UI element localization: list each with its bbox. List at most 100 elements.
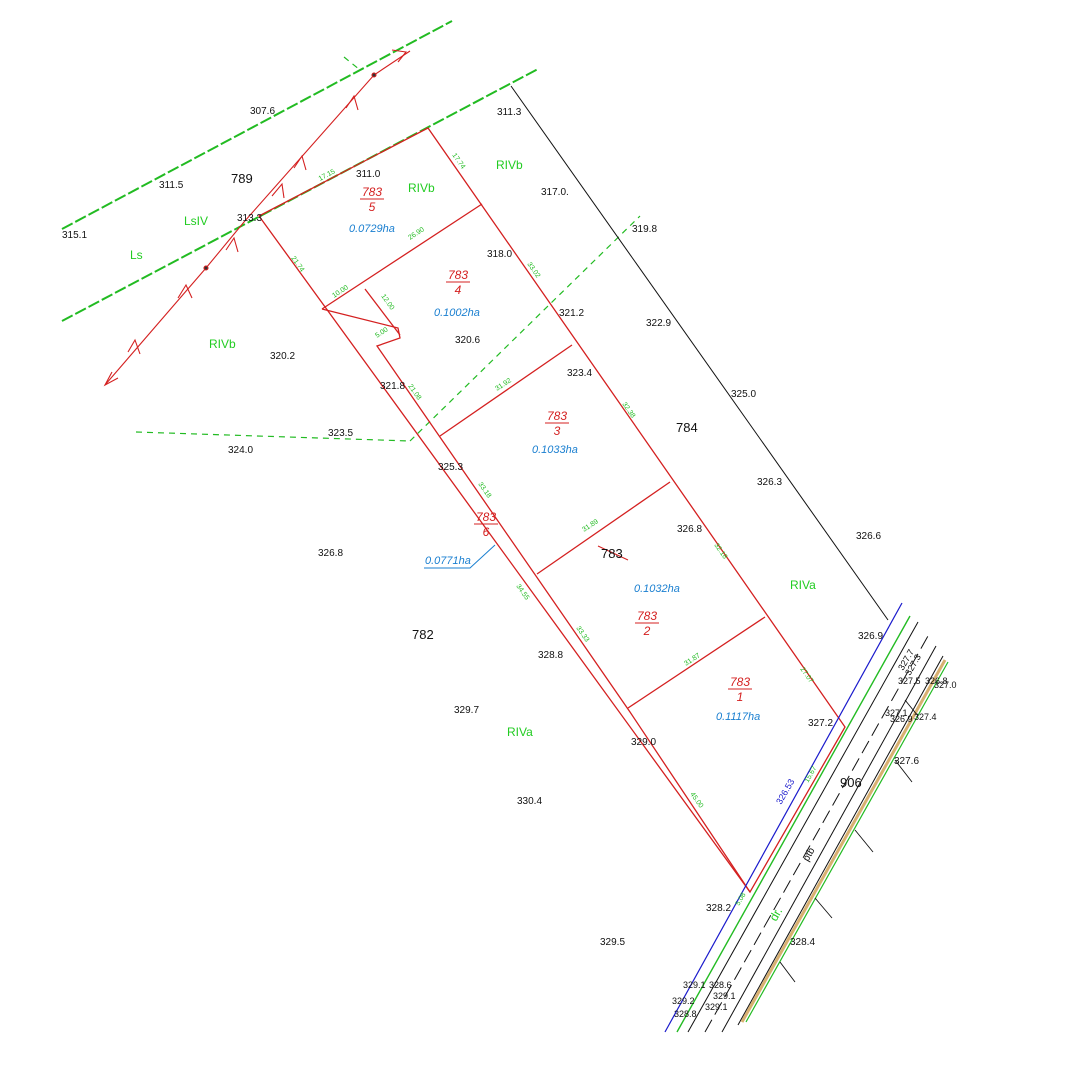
plot-783-tick [597, 545, 629, 561]
elev-311-0: 311.0 [356, 169, 381, 180]
parcel-1-number: 783 [730, 675, 750, 689]
elev-326-8a: 326.8 [677, 524, 702, 535]
parcel-3-number: 783 [547, 409, 567, 423]
road-label-dr: dr. [766, 905, 785, 924]
dashed-green-line-2 [409, 215, 641, 442]
elev-327-2: 327.2 [808, 718, 833, 729]
elev-318-0: 318.0 [487, 249, 512, 260]
elev-330-4: 330.4 [517, 796, 542, 807]
road-edge-2 [721, 645, 937, 1033]
land-use-lsiv: LsIV [184, 214, 208, 228]
forest-boundary-north [61, 20, 453, 230]
division-5-4 [321, 203, 483, 310]
road-edge-3 [737, 655, 944, 1026]
parcel-3-subnumber: 3 [554, 424, 561, 438]
parcel-4-area: 0.1002ha [434, 307, 480, 319]
dim-12-00: 12.00 [379, 293, 395, 311]
parcel-labels: 783 5 0.0729ha 783 4 0.1002ha 783 3 0.10… [349, 185, 760, 723]
road-blue-line [664, 602, 903, 1033]
area-6-leader [424, 544, 496, 569]
road-tick-1 [779, 961, 796, 983]
elev-322-9: 322.9 [646, 318, 671, 329]
dim-5-08: 5.08 [735, 892, 748, 907]
elev-328-2: 328.2 [706, 903, 731, 914]
arrowhead-7 [345, 94, 359, 111]
road-tick-4 [894, 759, 913, 783]
elev-321-8: 321.8 [380, 381, 405, 392]
red-arrow-line [103, 49, 411, 387]
arrowhead-4 [225, 236, 239, 253]
elev-329-0: 329.0 [631, 737, 656, 748]
division-3-2 [536, 481, 671, 575]
elev-307-6: 307.6 [250, 106, 275, 117]
boundary-784-east [510, 85, 889, 621]
parcel-6-area: 0.0771ha [425, 555, 471, 567]
elev-311-5: 311.5 [159, 180, 184, 191]
elevation-labels: 307.6 311.5 315.1 313.3 311.0 311.3 317.… [62, 106, 957, 1019]
dimension-labels: 17.15 17.74 21.74 26.90 33.02 10.00 12.0… [289, 152, 818, 907]
elev-320-6: 320.6 [455, 335, 480, 346]
elev-328-4: 328.4 [790, 937, 815, 948]
arrowhead-5 [271, 182, 285, 199]
parcel-2-number: 783 [637, 609, 657, 623]
division-4-3 [439, 344, 573, 437]
elev-329-1b: 329.1 [713, 991, 736, 1001]
elev-326-9: 326.9 [858, 631, 883, 642]
plot-782: 782 [412, 627, 434, 642]
elev-326-3: 326.3 [757, 477, 782, 488]
elev-327-1: 327.1 [885, 708, 908, 718]
plot-783: 783 [601, 546, 623, 561]
road-label-ptb: ptb [801, 846, 818, 864]
elev-319-8: 319.8 [632, 224, 657, 235]
dim-31-92: 31.92 [494, 377, 513, 392]
plot-789: 789 [231, 171, 253, 186]
elev-315-1: 315.1 [62, 230, 87, 241]
elev-326-9b: 326.9 [890, 714, 913, 724]
plot-784: 784 [676, 420, 698, 435]
elev-326-6: 326.6 [856, 531, 881, 542]
arrowhead-8 [391, 49, 408, 63]
arrowhead-3 [177, 283, 193, 299]
dim-17-74: 17.74 [450, 152, 466, 170]
elev-329-1c: 329.1 [705, 1002, 728, 1012]
black-boundaries [510, 85, 889, 621]
dashed-green-line-3 [343, 56, 361, 71]
parcel-5-subnumber: 5 [369, 200, 376, 214]
elev-328-6: 328.6 [709, 980, 732, 990]
elev-326-8b: 326.8 [318, 548, 343, 559]
road-tick-5 [904, 699, 919, 717]
dim-32-18: 32.18 [712, 542, 728, 560]
parcel-6-inner-line [321, 308, 751, 893]
elev-328-8: 328.8 [538, 650, 563, 661]
dim-5-00: 5.00 [374, 326, 389, 339]
dim-33-18: 33.18 [476, 481, 492, 499]
road-tan-strip [740, 659, 947, 1023]
parcel-5-area: 0.0729ha [349, 223, 395, 235]
parcel-3-area: 0.1033ha [532, 444, 578, 456]
dim-15-67: 15.67 [804, 765, 819, 784]
land-use-riva-east: RIVa [790, 578, 816, 592]
elev-326-53: 326.53 [774, 777, 796, 806]
arrowhead-2 [127, 338, 141, 355]
elev-320-2: 320.2 [270, 351, 295, 362]
elev-327-4: 327.4 [914, 712, 937, 722]
elev-329-1a: 329.1 [683, 980, 706, 990]
road-906 [664, 602, 949, 1033]
plot-906: 906 [840, 775, 862, 790]
parcel-4-number: 783 [448, 268, 468, 282]
parcel-2-subnumber: 2 [643, 624, 651, 638]
arrowhead-1 [103, 371, 119, 387]
parcel-783-outline [258, 127, 846, 894]
parcel-6-number: 783 [476, 510, 496, 524]
elev-325-3: 325.3 [438, 462, 463, 473]
dim-45-00: 45.00 [688, 791, 704, 809]
land-use-rivb-north: RIVb [496, 158, 523, 172]
elev-328-8b: 328.8 [674, 1009, 697, 1019]
land-use-ls: Ls [130, 248, 143, 262]
parcel-6-subnumber: 6 [483, 525, 490, 539]
road-tick-2 [814, 897, 833, 919]
parcel-2-area: 0.1032ha [634, 583, 680, 595]
parcel-4-subnumber: 4 [455, 283, 462, 297]
elev-321-2: 321.2 [559, 308, 584, 319]
